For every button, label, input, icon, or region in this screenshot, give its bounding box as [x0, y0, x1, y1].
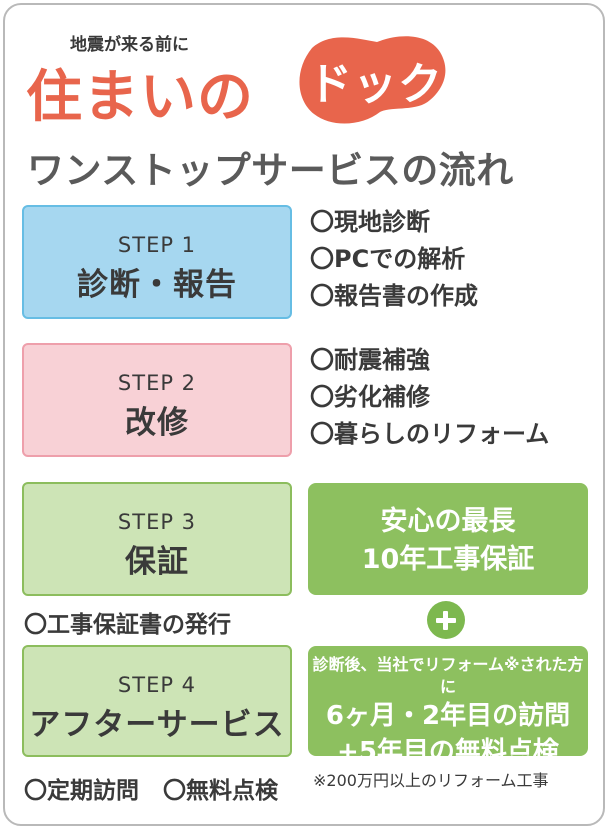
after-service-note: 診断後、当社でリフォーム※された方に — [312, 655, 584, 696]
main-title: 住まいの — [26, 65, 254, 130]
step-1-box: STEP 1 診断・報告 — [22, 205, 292, 319]
step-3-label: STEP 3 — [117, 510, 197, 534]
step-2-box: STEP 2 改修 — [22, 343, 292, 457]
guarantee-line-1: 安心の最長 — [380, 506, 516, 537]
plus-icon — [427, 601, 465, 639]
after-service-line-2: +5年目の無料点検 — [337, 737, 559, 767]
after-service-line-1: 6ヶ月・2年目の訪問 — [325, 701, 571, 731]
list-item: 〇現地診断 — [310, 208, 430, 236]
step-1-list: 〇現地診断 〇PCでの解析 〇報告書の作成 — [310, 204, 478, 315]
list-item: 〇報告書の作成 — [310, 282, 478, 310]
list-item: 〇劣化補修 — [310, 383, 430, 411]
footnote: ※200万円以上のリフォーム工事 — [313, 771, 549, 790]
after-service-box: 診断後、当社でリフォーム※された方に 6ヶ月・2年目の訪問 +5年目の無料点検 — [308, 646, 588, 767]
header-small-title: 地震が来る前に — [70, 35, 189, 55]
dock-text: ドック — [308, 59, 443, 110]
step-4-title: アフターサービス — [29, 707, 285, 743]
guarantee-box: 安心の最長 10年工事保証 — [308, 483, 588, 595]
list-item: 〇耐震補強 — [310, 346, 430, 374]
step-4-label: STEP 4 — [117, 673, 197, 697]
step-4-item-inspection: 〇無料点検 — [163, 778, 278, 804]
guarantee-line-2: 10年工事保証 — [361, 544, 535, 575]
step-3-box: STEP 3 保証 — [22, 482, 292, 596]
step-2-list: 〇耐震補強 〇劣化補修 〇暮らしのリフォーム — [310, 342, 549, 453]
list-item: 〇PCでの解析 — [310, 245, 466, 273]
step-2-title: 改修 — [125, 405, 189, 441]
step-4-item-visit: 〇定期訪問 — [24, 778, 139, 804]
step-1-title: 診断・報告 — [77, 267, 237, 303]
step-3-title: 保証 — [125, 544, 189, 580]
dock-badge-shape — [299, 36, 446, 124]
step-2-label: STEP 2 — [117, 371, 197, 395]
list-item: 〇暮らしのリフォーム — [310, 420, 550, 448]
step-4-box: STEP 4 アフターサービス — [22, 645, 292, 757]
page-subtitle: ワンストップサービスの流れ — [27, 149, 514, 192]
step-1-label: STEP 1 — [117, 233, 197, 257]
step-3-item: 〇工事保証書の発行 — [24, 612, 231, 638]
